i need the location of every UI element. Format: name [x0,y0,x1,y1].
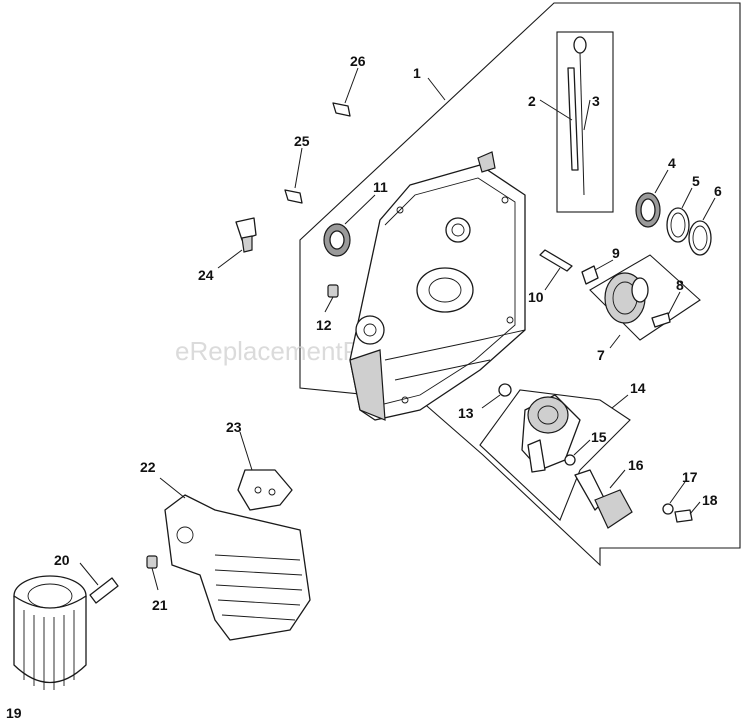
oil-filter [13,575,87,690]
callout-24: 24 [198,267,214,283]
callout-12: 12 [316,317,332,333]
callout-18: 18 [702,492,718,508]
nipple [89,577,119,604]
o-ring-small [564,454,576,466]
washer-5 [666,207,690,243]
callout-2: 2 [528,93,536,109]
callout-10: 10 [528,289,544,305]
callout-15: 15 [591,429,607,445]
callout-13: 13 [458,405,474,421]
dipstick-frame [556,31,614,213]
clip [581,265,599,285]
oil-pump [521,394,581,473]
callout-22: 22 [140,459,156,475]
callout-20: 20 [54,552,70,568]
washer-6 [688,220,712,256]
callout-labels: 1 2 3 4 5 6 7 8 9 10 11 12 13 14 15 16 1… [6,53,722,721]
callout-8: 8 [676,277,684,293]
callout-14: 14 [630,380,646,396]
callout-7: 7 [597,347,605,363]
oil-pump-frame [479,389,631,521]
callout-5: 5 [692,173,700,189]
oil-seal [635,192,661,228]
relief-valve [574,469,633,529]
oil-cooler [164,494,311,641]
washer-5-inner [670,212,686,238]
gasket [237,469,293,511]
dipstick [567,36,587,196]
callout-16: 16 [628,457,644,473]
screw-25 [284,189,303,204]
callout-26: 26 [350,53,366,69]
callout-6: 6 [714,183,722,199]
o-ring [498,383,512,397]
gear-shaft [651,312,671,328]
fitting [235,217,257,253]
callout-9: 9 [612,245,620,261]
callout-25: 25 [294,133,310,149]
seal-11 [323,223,351,257]
callout-23: 23 [226,419,242,435]
leader-lines [79,67,716,591]
screw-18 [674,509,693,523]
dowel [327,284,339,298]
callout-1: 1 [413,65,421,81]
callout-21: 21 [152,597,168,613]
callout-4: 4 [668,155,676,171]
pin [539,249,573,272]
assembly-frame [299,2,741,567]
washer-6-inner [692,225,708,251]
callout-3: 3 [592,93,600,109]
plug [146,555,158,569]
governor-gear [604,272,649,324]
callout-19: 19 [6,705,22,721]
callout-11: 11 [373,179,388,195]
washer-17 [662,503,674,515]
callout-17: 17 [682,469,698,485]
screw-26 [332,102,351,117]
closure-plate [349,151,526,421]
